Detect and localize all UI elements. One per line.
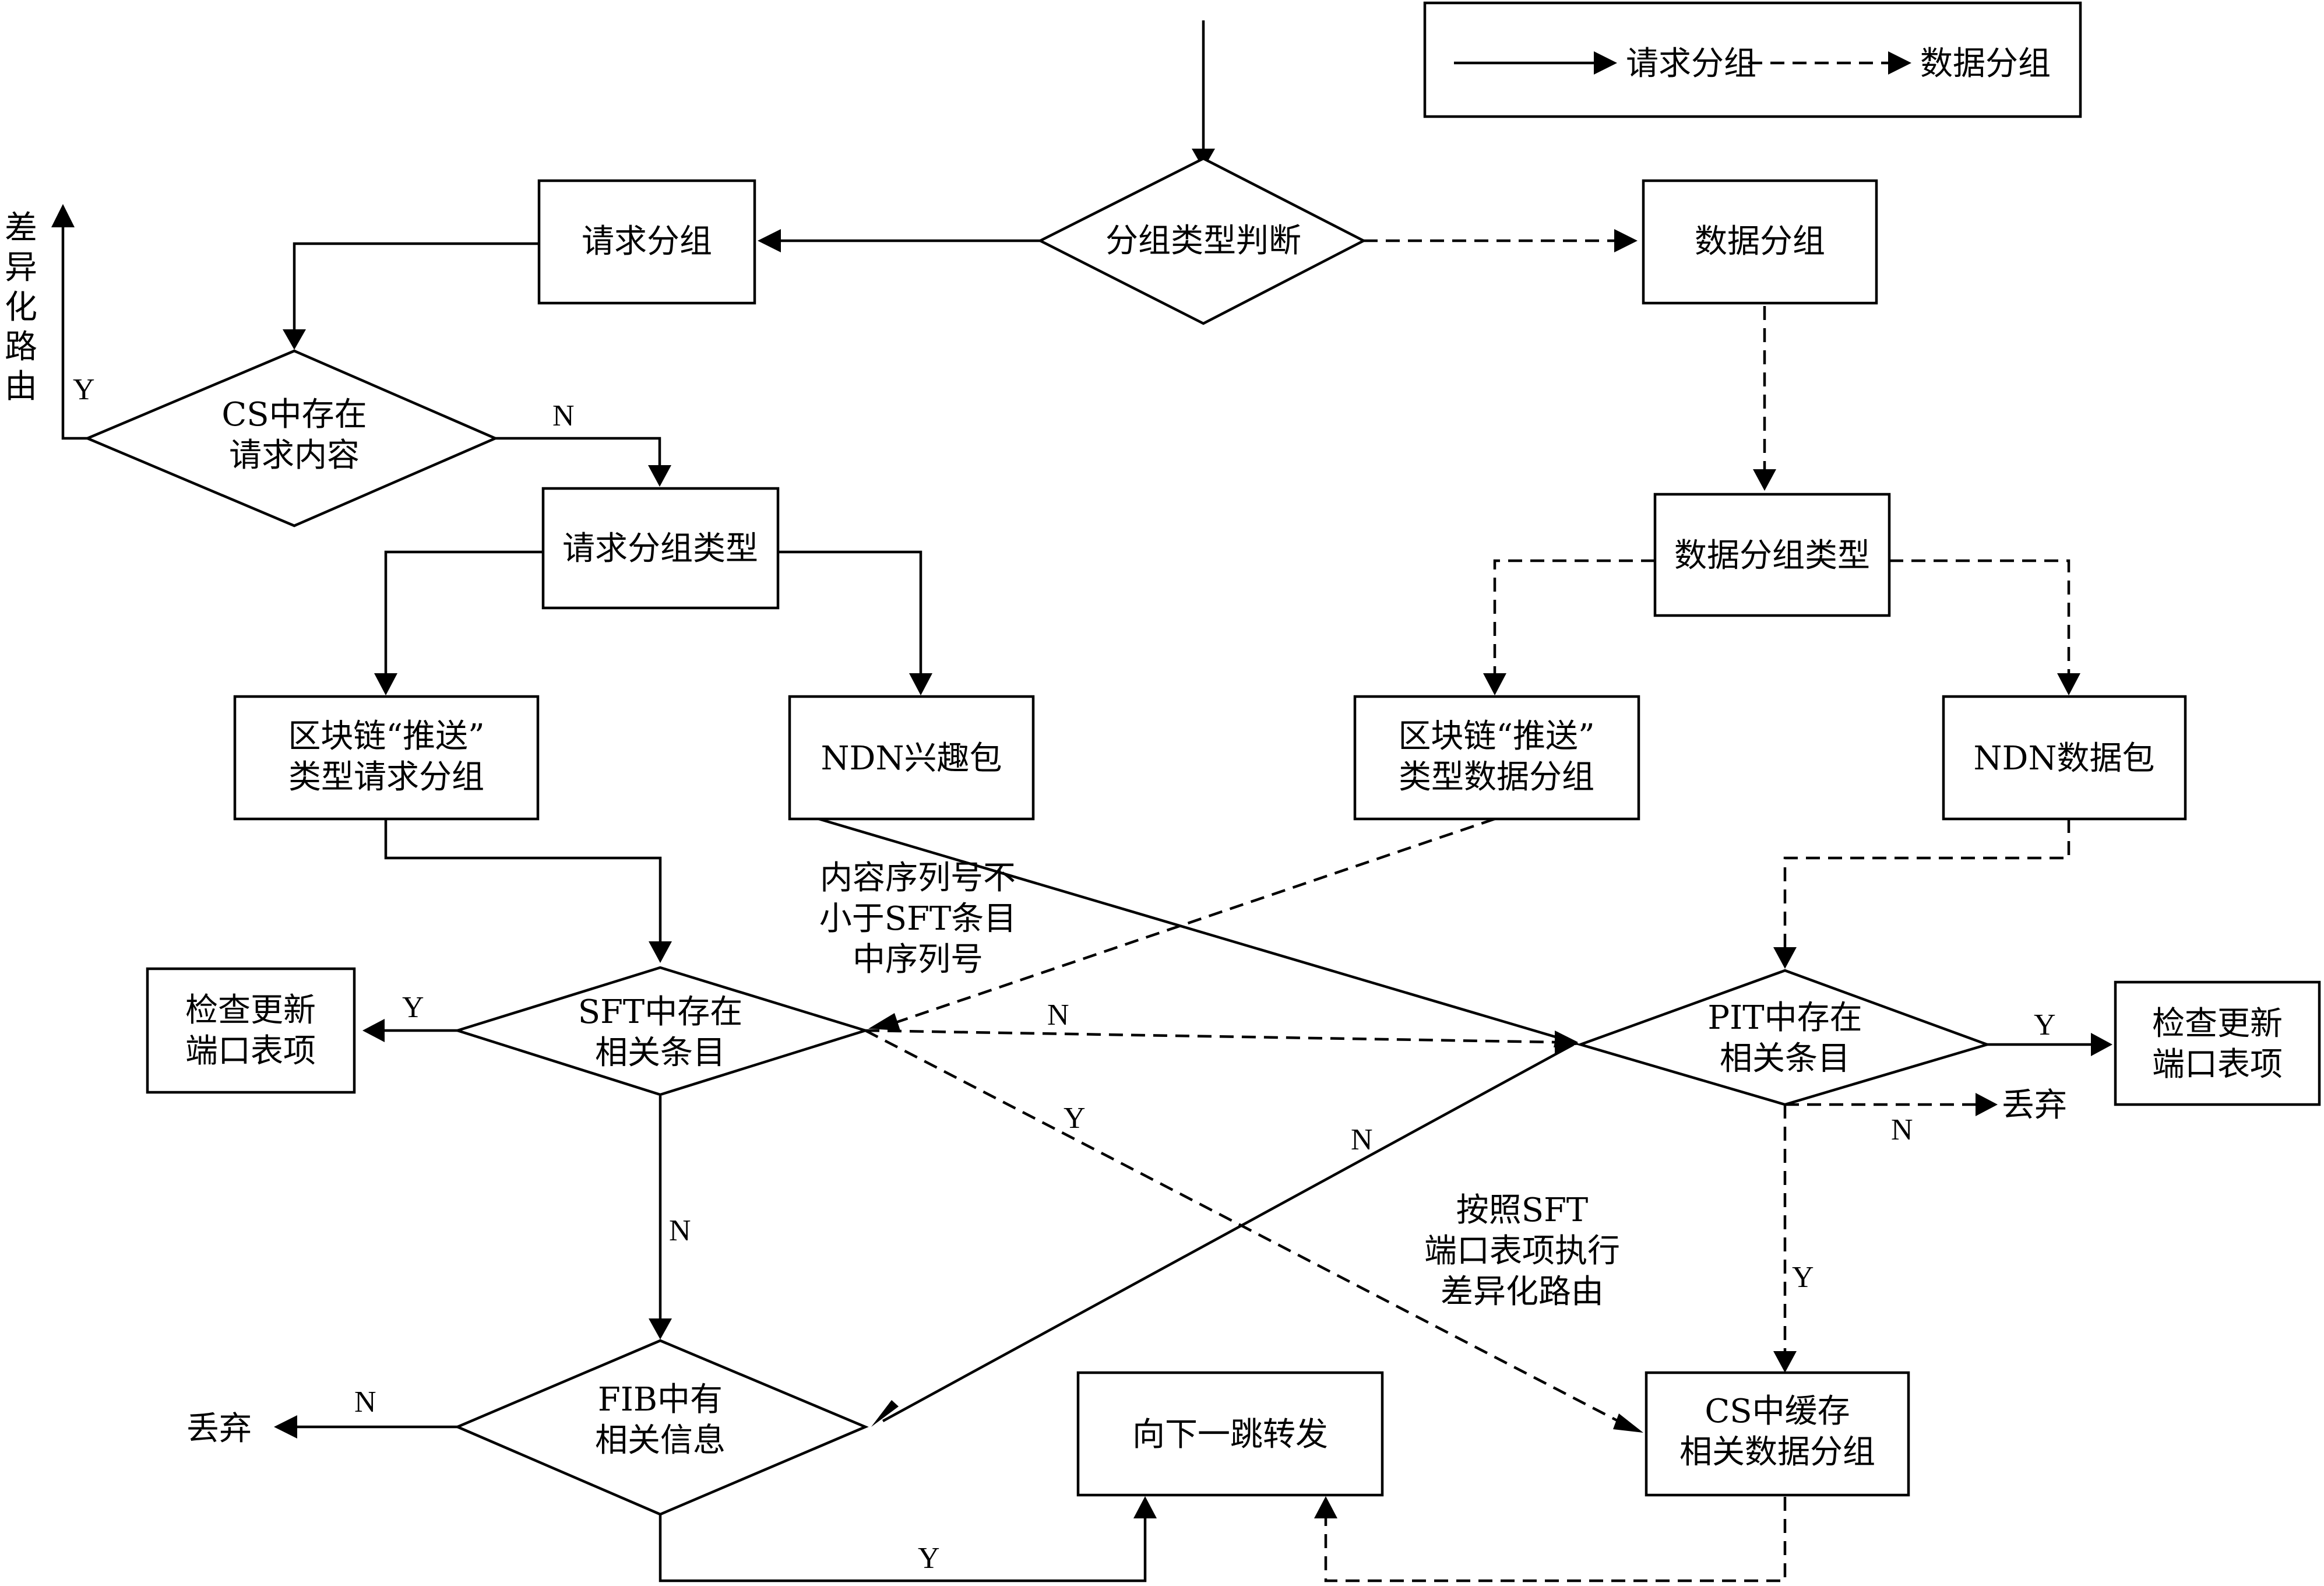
svg-text:端口表项执行: 端口表项执行 xyxy=(1424,1232,1620,1270)
edge-label-fib-yes: Y xyxy=(918,1542,940,1575)
cs-exists-line2: 请求内容 xyxy=(229,437,360,474)
box-check-update-left: 检查更新 端口表项 xyxy=(146,967,356,1094)
legend: 请求分组 数据分组 xyxy=(1423,1,2082,118)
edge-labels: Y N Y N Y N N Y N Y N Y xyxy=(73,373,2056,1575)
decision-fib-has: FIB中有 相关信息 xyxy=(454,1339,869,1516)
edge-label-sft-yes-cs: Y xyxy=(1064,1102,1086,1135)
svg-text:由: 由 xyxy=(5,368,37,406)
box-ndn-interest: NDN兴趣包 xyxy=(788,695,1035,821)
request-packet-label: 请求分组 xyxy=(582,223,712,261)
type-judge-label: 分组类型判断 xyxy=(1105,222,1301,260)
decision-pit-exists: PIT中存在 相关条目 xyxy=(1576,969,1992,1106)
box-ndn-data: NDN数据包 xyxy=(1942,695,2187,821)
annotation-seq-condition: 内容序列号不 小于SFT条目 中序列号 xyxy=(819,859,1017,979)
bc-push-request-line2: 类型请求分组 xyxy=(288,758,484,796)
decision-sft-exists: SFT中存在 相关条目 xyxy=(453,966,870,1096)
box-data-type: 数据分组类型 xyxy=(1653,493,1891,617)
fib-has-line2: 相关信息 xyxy=(595,1422,726,1460)
svg-text:内容序列号不: 内容序列号不 xyxy=(820,859,1016,897)
edge-label-cs-no: N xyxy=(552,399,575,432)
box-check-update-right: 检查更新 端口表项 xyxy=(2114,980,2321,1106)
edge-label-pit-yes-down: Y xyxy=(1792,1261,1814,1294)
edge-label-fib-no: N xyxy=(354,1385,376,1419)
svg-text:小于SFT条目: 小于SFT条目 xyxy=(819,900,1017,938)
check-update-left-line1: 检查更新 xyxy=(185,991,316,1029)
box-request-type: 请求分组类型 xyxy=(541,487,780,610)
edge-label-cs-yes: Y xyxy=(73,373,95,406)
bc-push-request-line1: 区块链“推送” xyxy=(288,718,484,755)
pit-exists-line1: PIT中存在 xyxy=(1707,999,1862,1037)
box-data-packet: 数据分组 xyxy=(1642,179,1878,305)
sft-exists-line1: SFT中存在 xyxy=(578,993,743,1031)
edge-label-sft-no-down: N xyxy=(669,1214,691,1247)
cs-cache-line1: CS中缓存 xyxy=(1705,1392,1850,1430)
box-bc-push-data: 区块链“推送” 类型数据分组 xyxy=(1353,695,1640,821)
annotation-sft-routing: 按照SFT 端口表项执行 差异化路由 xyxy=(1424,1191,1620,1311)
box-request-packet: 请求分组 xyxy=(537,179,756,305)
svg-text:化: 化 xyxy=(5,289,37,326)
cs-exists-line1: CS中存在 xyxy=(221,396,367,434)
fib-has-line1: FIB中有 xyxy=(598,1381,723,1419)
check-update-right-line1: 检查更新 xyxy=(2152,1005,2283,1043)
box-forward-next-hop: 向下一跳转发 xyxy=(1076,1371,1384,1497)
svg-text:异: 异 xyxy=(5,249,37,287)
discard-right-label: 丢弃 xyxy=(2002,1086,2067,1124)
bc-push-data-line2: 类型数据分组 xyxy=(1399,758,1594,796)
legend-data-label: 数据分组 xyxy=(1920,45,2051,83)
box-bc-push-request: 区块链“推送” 类型请求分组 xyxy=(233,695,540,821)
svg-text:差: 差 xyxy=(5,209,37,247)
edge-label-pit-yes-right: Y xyxy=(2034,1008,2056,1042)
data-flow-lines xyxy=(864,229,2080,1583)
edge-label-sft-no-pit: N xyxy=(1047,998,1069,1032)
check-update-right-line2: 端口表项 xyxy=(2152,1046,2283,1084)
svg-text:差异化路由: 差异化路由 xyxy=(1441,1273,1604,1311)
side-text-differentiated-routing: 差 异 化 路 由 xyxy=(5,209,37,406)
request-type-label: 请求分组类型 xyxy=(562,530,758,568)
decision-cs-exists: CS中存在 请求内容 xyxy=(84,349,499,528)
edge-label-pit-no-fib: N xyxy=(1351,1123,1373,1156)
cs-cache-line2: 相关数据分组 xyxy=(1679,1433,1875,1471)
ndn-data-label: NDN数据包 xyxy=(1974,740,2155,778)
forward-next-hop-label: 向下一跳转发 xyxy=(1132,1416,1328,1454)
svg-text:按照SFT: 按照SFT xyxy=(1456,1191,1589,1229)
pit-exists-line2: 相关条目 xyxy=(1720,1040,1850,1078)
data-type-label: 数据分组类型 xyxy=(1674,537,1870,575)
request-flow-lines xyxy=(51,20,2112,1583)
edge-label-sft-yes-left: Y xyxy=(402,991,424,1024)
decision-type-judge: 分组类型判断 xyxy=(1037,157,1367,325)
svg-text:路: 路 xyxy=(5,328,37,366)
data-packet-label: 数据分组 xyxy=(1695,223,1825,261)
check-update-left-line2: 端口表项 xyxy=(185,1032,316,1070)
box-cs-cache: CS中缓存 相关数据分组 xyxy=(1645,1371,1910,1497)
discard-left-label: 丢弃 xyxy=(186,1410,252,1448)
svg-text:中序列号: 中序列号 xyxy=(853,941,983,979)
edge-label-pit-no-discard: N xyxy=(1891,1113,1913,1147)
legend-request-label: 请求分组 xyxy=(1626,45,1756,83)
sft-exists-line2: 相关条目 xyxy=(595,1034,726,1072)
ndn-interest-label: NDN兴趣包 xyxy=(821,740,1002,778)
bc-push-data-line1: 区块链“推送” xyxy=(1398,718,1594,755)
